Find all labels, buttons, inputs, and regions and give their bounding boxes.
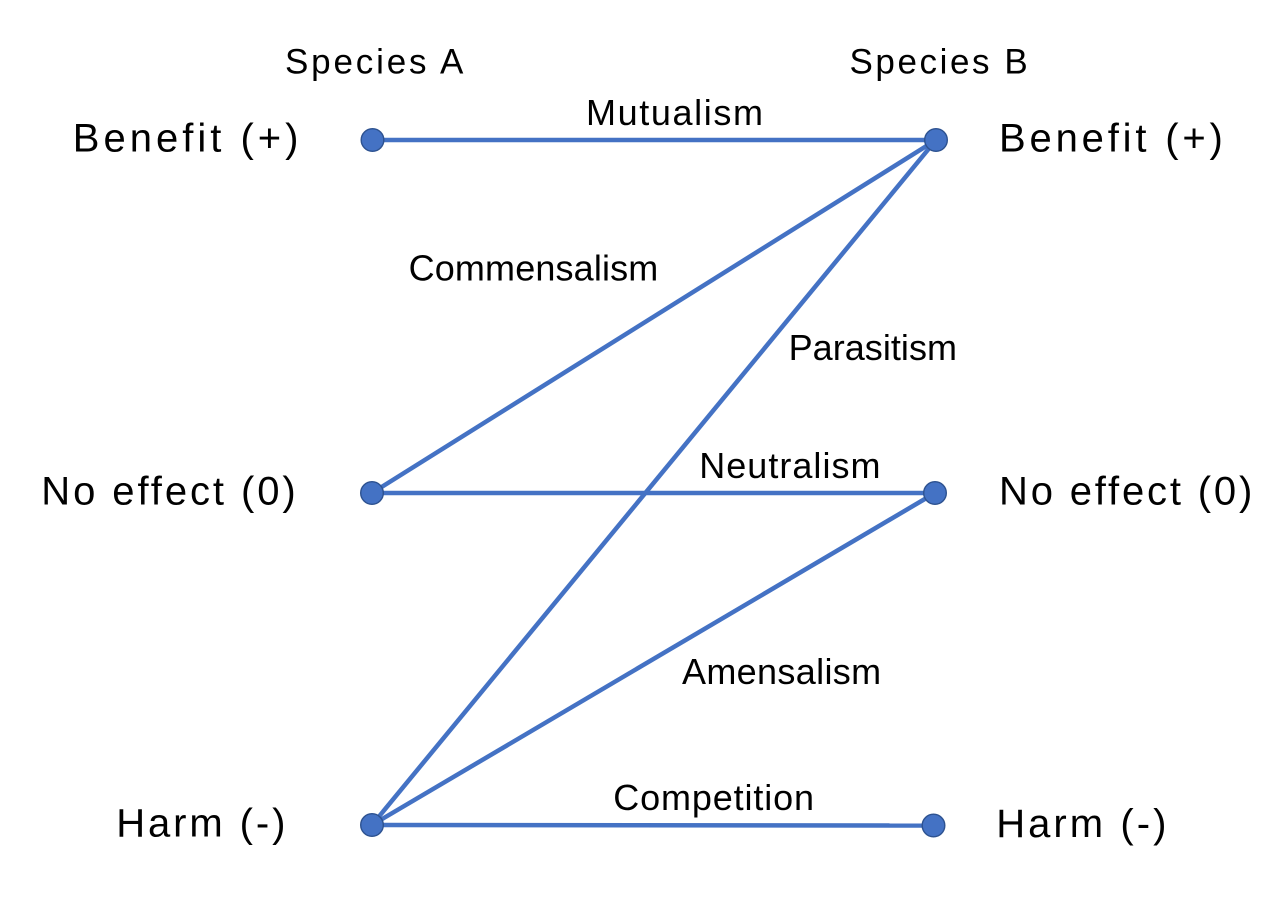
svg-text:Amensalism: Amensalism xyxy=(682,651,881,692)
svg-text:No effect (0): No effect (0) xyxy=(41,470,298,514)
svg-text:Competition: Competition xyxy=(613,777,815,818)
svg-text:Species B: Species B xyxy=(850,42,1031,81)
svg-text:Harm (-): Harm (-) xyxy=(116,802,288,846)
svg-text:Neutralism: Neutralism xyxy=(699,445,881,486)
svg-text:Benefit (+): Benefit (+) xyxy=(999,117,1227,161)
svg-text:Harm (-): Harm (-) xyxy=(996,802,1169,846)
svg-text:Commensalism: Commensalism xyxy=(409,248,659,289)
svg-text:Species A: Species A xyxy=(285,42,466,81)
svg-text:Mutualism: Mutualism xyxy=(586,92,765,133)
svg-text:Benefit (+): Benefit (+) xyxy=(73,117,303,161)
svg-text:Parasitism: Parasitism xyxy=(789,327,957,368)
svg-text:No effect (0): No effect (0) xyxy=(999,469,1255,513)
